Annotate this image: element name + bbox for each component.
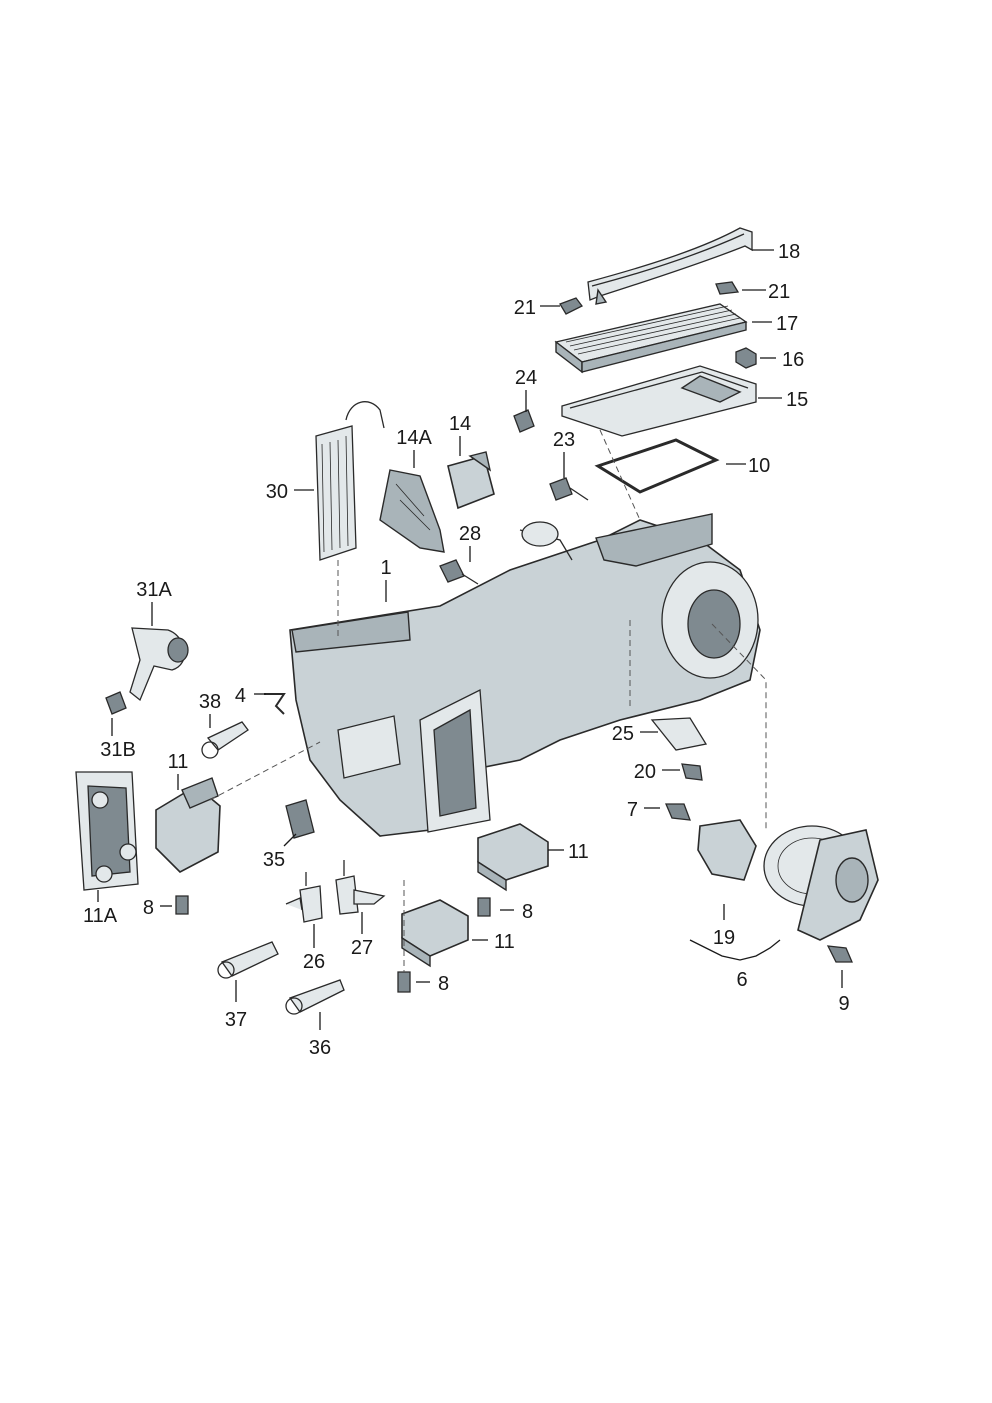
- label-28: 28: [459, 523, 481, 545]
- label-11-left: 11: [168, 751, 189, 773]
- part-16-nut: [735, 347, 757, 369]
- label-23: 23: [553, 429, 575, 451]
- label-10: 10: [748, 455, 770, 477]
- label-35: 35: [263, 849, 285, 871]
- label-31B: 31B: [100, 739, 136, 761]
- part-17-dust-filter: [554, 303, 748, 374]
- part-25-bracket: [650, 717, 708, 751]
- label-14: 14: [449, 413, 471, 435]
- part-24-clip: [513, 409, 535, 433]
- part-15-filter-housing: [561, 365, 757, 437]
- label-6: 6: [736, 969, 747, 991]
- label-27: 27: [351, 937, 373, 959]
- label-11-lower: 11: [494, 931, 515, 953]
- assembly-line-15: [599, 429, 641, 521]
- label-15: 15: [786, 389, 808, 411]
- label-9: 9: [838, 993, 849, 1015]
- leader-lines: [97, 249, 843, 1030]
- part-7-screw: [665, 803, 691, 821]
- part-14-control-unit: [447, 451, 495, 510]
- label-30: 30: [266, 481, 288, 503]
- label-1: 1: [380, 557, 391, 579]
- label-19: 19: [713, 927, 735, 949]
- part-21-clip-left: [559, 297, 583, 315]
- label-21-left: 21: [514, 297, 536, 319]
- part-6-blower-motor: [763, 825, 879, 941]
- part-11-servo-left: [155, 777, 221, 873]
- label-25: 25: [612, 723, 634, 745]
- label-36: 36: [309, 1037, 331, 1059]
- part-9-screw: [826, 945, 853, 963]
- label-14A: 14A: [396, 427, 432, 449]
- part-11-servo-middle: [477, 823, 549, 892]
- part-14a-bracket: [379, 469, 445, 553]
- label-11A: 11A: [83, 905, 118, 927]
- part-8-screw-left: [175, 895, 189, 915]
- part-23-sensor: [549, 477, 589, 501]
- label-21-right: 21: [768, 281, 790, 303]
- part-4-clip: [264, 693, 286, 715]
- part-27-actuator: [335, 860, 386, 915]
- label-11-middle: 11: [568, 841, 589, 863]
- part-28-sensor: [439, 559, 479, 585]
- label-24: 24: [515, 367, 537, 389]
- part-35-actuator: [285, 799, 315, 839]
- part-8-screw-middle: [477, 897, 491, 917]
- label-8-lower: 8: [438, 973, 449, 995]
- label-18: 18: [778, 241, 800, 263]
- part-19-series-resistor: [697, 819, 757, 881]
- part-11a-servo-panel: [75, 771, 139, 891]
- assembly-line-11: [209, 741, 321, 801]
- part-18-duct-strip: [587, 227, 753, 305]
- part-11-servo-lower: [401, 899, 469, 968]
- part-8-screw-lower: [397, 971, 411, 993]
- label-38: 38: [199, 691, 221, 713]
- part-1-heater-housing: [289, 513, 761, 837]
- label-20: 20: [634, 761, 656, 783]
- part-31b-clamp: [105, 691, 127, 715]
- label-17: 17: [776, 313, 798, 335]
- label-26: 26: [303, 951, 325, 973]
- part-31a-flap-unit: [129, 627, 189, 702]
- part-20-screw: [681, 763, 703, 781]
- part-36-lever: [285, 979, 345, 1015]
- label-8-middle: 8: [522, 901, 533, 923]
- label-37: 37: [225, 1009, 247, 1031]
- assembly-line-6: [711, 623, 767, 830]
- part-21-clip-right: [715, 281, 740, 295]
- label-7: 7: [627, 799, 638, 821]
- part-37-lever: [217, 941, 279, 979]
- part-30-heat-exchanger: [315, 401, 385, 561]
- label-31A: 31A: [136, 579, 172, 601]
- label-8-left: 8: [143, 897, 154, 919]
- part-10-seal: [594, 438, 720, 494]
- part-26-actuator: [285, 872, 323, 923]
- label-16: 16: [782, 349, 804, 371]
- label-4: 4: [235, 685, 246, 707]
- part-38-lever: [201, 721, 249, 759]
